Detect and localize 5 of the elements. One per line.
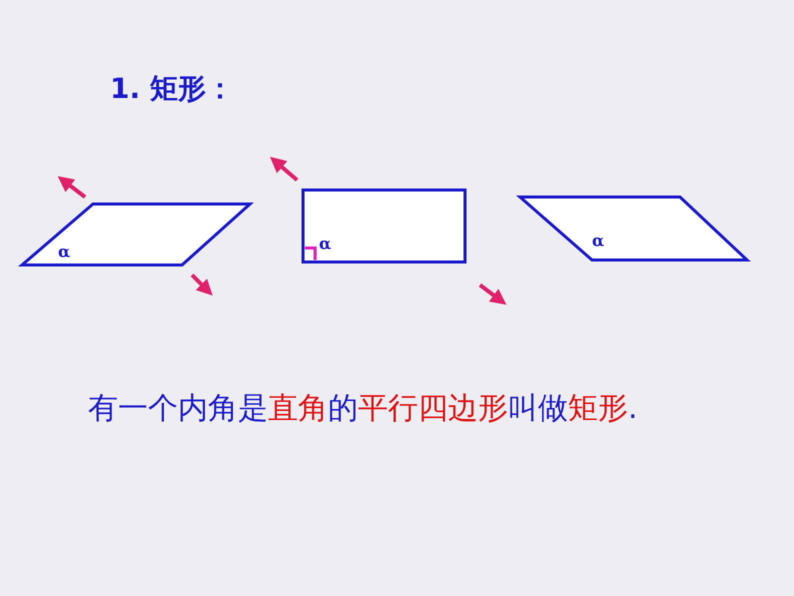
- angle-label: α: [319, 236, 332, 252]
- definition-sentence: 有一个内角是直角的平行四边形叫做矩形.: [88, 390, 638, 428]
- angle-label: α: [58, 244, 70, 260]
- section-heading: 1. 矩形：: [110, 71, 234, 107]
- angle-label: α: [592, 233, 604, 249]
